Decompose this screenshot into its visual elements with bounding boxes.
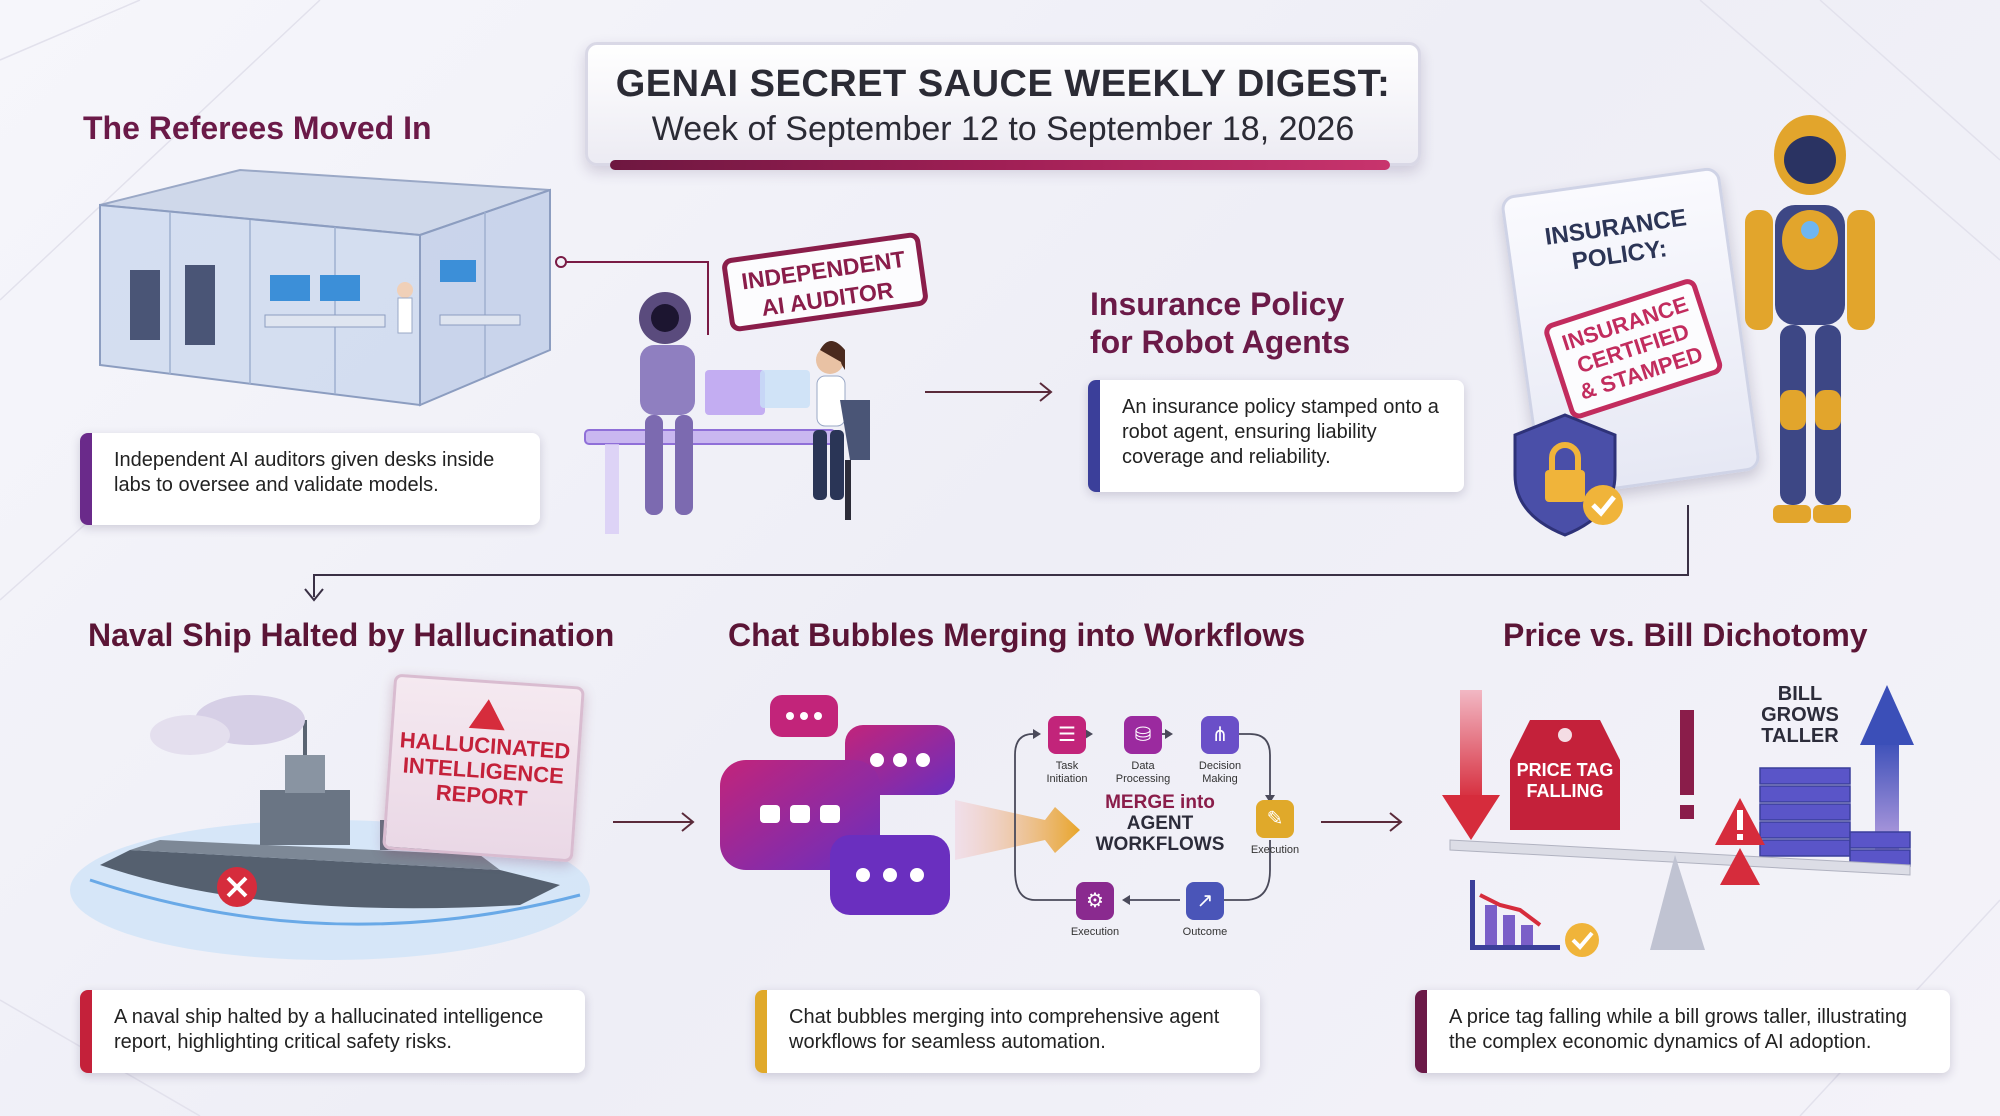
step-label: Outcome [1182, 926, 1228, 938]
naval-ship-illustration [70, 695, 590, 960]
step-task-initiation: ☰ Task Initiation [1037, 716, 1097, 786]
insurance-title-line: Insurance Policy [1090, 286, 1345, 322]
price-tag-line: FALLING [1526, 781, 1604, 801]
digest-date-range: Week of September 12 to September 18, 20… [651, 110, 1355, 148]
step-execution-left: ⚙ Execution [1060, 882, 1130, 939]
insurance-caption: An insurance policy stamped onto a robot… [1122, 396, 1439, 468]
glass-lab-illustration [99, 168, 551, 407]
insurance-title-line: for Robot Agents [1090, 324, 1351, 360]
database-icon: ⛁ [1124, 716, 1162, 754]
bill-label: BILL GROWS TALLER [1745, 684, 1855, 747]
naval-caption: A naval ship halted by a hallucinated in… [114, 1006, 544, 1053]
merge-label: MERGE into AGENT WORKFLOWS [1085, 792, 1235, 855]
price-title: Price vs. Bill Dichotomy [1503, 617, 1868, 653]
step-data-processing: ⛁ Data Processing [1108, 716, 1178, 786]
network-icon: ⋔ [1201, 716, 1239, 754]
insurance-caption-card: An insurance policy stamped onto a robot… [1088, 380, 1464, 492]
card-accent [1415, 990, 1427, 1073]
step-label: Decision [1198, 760, 1242, 772]
document-edit-icon: ✎ [1256, 800, 1294, 838]
gear-icon: ⚙ [1076, 882, 1114, 920]
chat-caption: Chat bubbles merging into comprehensive … [789, 1006, 1220, 1053]
card-accent [80, 433, 92, 525]
bill-line: TALLER [1761, 725, 1839, 747]
price-caption-card: A price tag falling while a bill grows t… [1415, 990, 1950, 1073]
step-label: Processing [1115, 773, 1171, 785]
chat-bubbles-illustration [720, 695, 1080, 915]
insurance-doc-title: INSURANCE POLICY: [1507, 199, 1728, 284]
referees-caption: Independent AI auditors given desks insi… [114, 449, 495, 496]
list-icon: ☰ [1048, 716, 1086, 754]
insurance-certified-stamp: INSURANCE CERTIFIED & STAMPED [1541, 276, 1725, 422]
header-underline [610, 160, 1390, 170]
stamp-connector [555, 256, 709, 335]
price-tag-line: PRICE TAG [1516, 760, 1614, 780]
step-label: Initiation [1046, 773, 1088, 785]
merge-line: MERGE into [1105, 792, 1215, 813]
warning-icon [468, 697, 507, 731]
digest-title: GENAI SECRET SAUCE WEEKLY DIGEST: [615, 63, 1391, 105]
step-label: Task [1055, 760, 1079, 772]
arrow-to-chat [613, 812, 695, 832]
step-label: Making [1202, 773, 1238, 785]
insurance-title: Insurance Policy for Robot Agents [1090, 285, 1350, 361]
step-execution-right: ✎ Execution [1240, 800, 1310, 857]
merge-line: WORKFLOWS [1095, 834, 1225, 855]
step-label: Execution [1070, 926, 1120, 938]
price-caption: A price tag falling while a bill grows t… [1449, 1006, 1907, 1053]
naval-title: Naval Ship Halted by Hallucination [88, 617, 615, 653]
bill-line: GROWS [1761, 704, 1839, 726]
robot-auditor-illustration [584, 292, 870, 534]
referees-title: The Referees Moved In [83, 110, 432, 146]
workflow-loop-lines [1014, 729, 1275, 905]
chat-title: Chat Bubbles Merging into Workflows [728, 617, 1306, 653]
merge-line: AGENT [1126, 813, 1194, 834]
arrow-to-price [1321, 812, 1403, 832]
naval-caption-card: A naval ship halted by a hallucinated in… [80, 990, 585, 1073]
hallucinated-report-panel: HALLUCINATED INTELLIGENCE REPORT [382, 673, 585, 863]
shield-lock-icon [1513, 413, 1623, 537]
step-label: Data [1131, 760, 1155, 772]
card-accent [1088, 380, 1100, 492]
row-connector [304, 505, 1689, 602]
price-tag-label: PRICE TAG FALLING [1510, 760, 1620, 802]
robot-agent-illustration [1745, 115, 1875, 523]
card-accent [755, 990, 767, 1073]
step-outcome: ↗ Outcome [1170, 882, 1240, 939]
step-label: Execution [1250, 844, 1300, 856]
price-bill-illustration [1442, 685, 1914, 957]
step-decision-making: ⋔ Decision Making [1185, 716, 1255, 786]
digest-header: GENAI SECRET SAUCE WEEKLY DIGEST: Week o… [585, 42, 1421, 166]
report-label: HALLUCINATED INTELLIGENCE REPORT [388, 727, 578, 815]
bill-line: BILL [1777, 683, 1823, 705]
arrow-to-insurance [925, 382, 1053, 402]
card-accent [80, 990, 92, 1073]
chat-caption-card: Chat bubbles merging into comprehensive … [755, 990, 1260, 1073]
referees-caption-card: Independent AI auditors given desks insi… [80, 433, 540, 525]
trend-icon: ↗ [1186, 882, 1224, 920]
